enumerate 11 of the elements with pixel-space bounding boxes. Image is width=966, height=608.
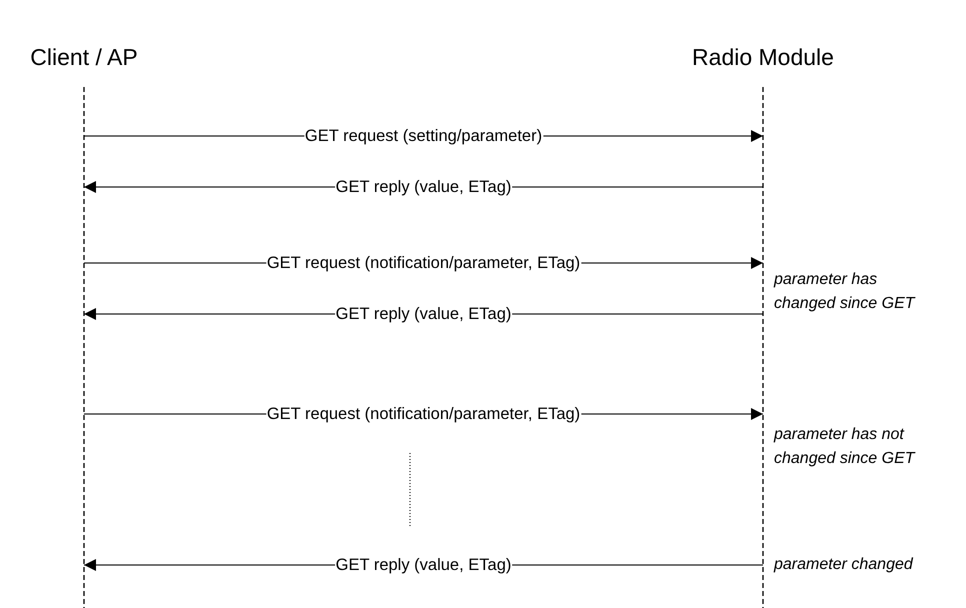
message-label: GET reply (value, ETag) (334, 555, 512, 575)
note-text: parameter has changed since GET (774, 270, 916, 314)
participant-label: Radio Module (692, 44, 834, 71)
note-text: parameter has not changed since GET (774, 425, 916, 469)
message-label: GET request (notification/parameter, ETag) (266, 253, 582, 273)
note-text: parameter changed (774, 555, 914, 575)
message-label: GET request (notification/parameter, ETag) (266, 404, 582, 424)
message-label: GET reply (value, ETag) (334, 177, 512, 197)
participant-label: Client / AP (30, 44, 138, 71)
message-label: GET request (setting/parameter) (304, 126, 544, 146)
message-label: GET reply (value, ETag) (334, 304, 512, 324)
